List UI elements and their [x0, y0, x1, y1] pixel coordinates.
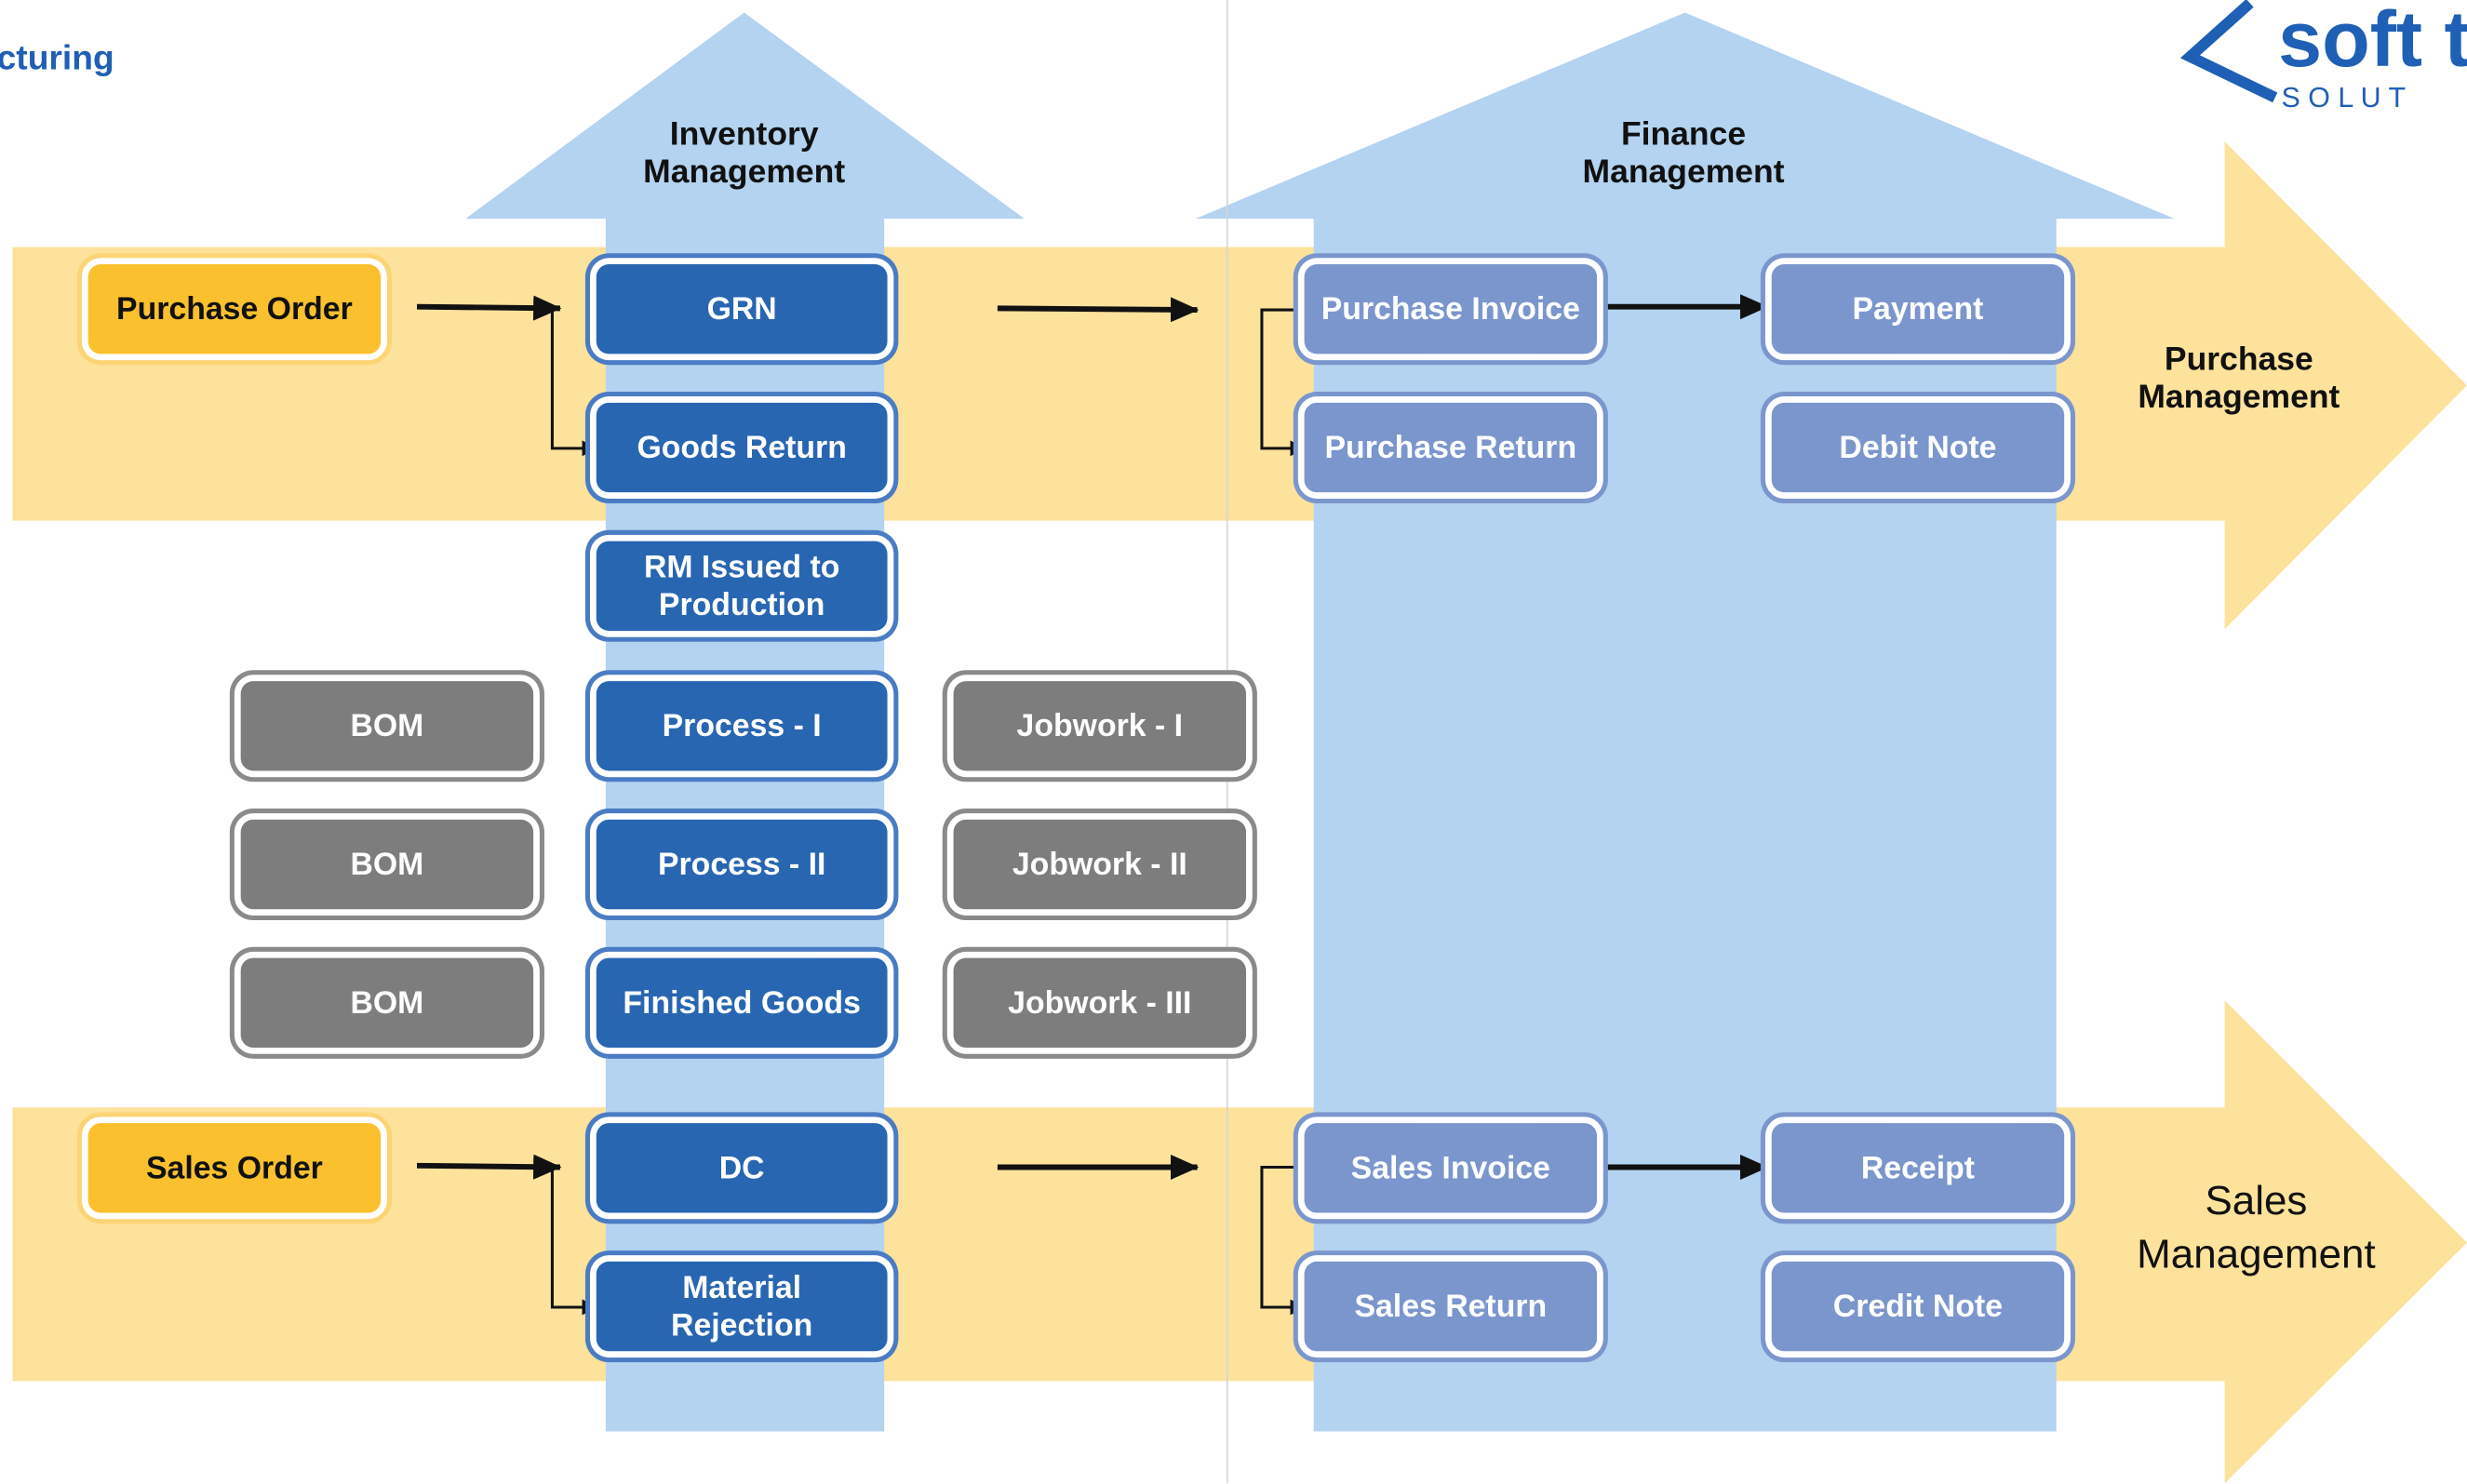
purchase-return-box[interactable]: Purchase Return [1304, 402, 1598, 493]
purchase-management-label: Purchase Management [2113, 341, 2366, 417]
inventory-management-label: Inventory Management [587, 116, 902, 192]
credit-note-box[interactable]: Credit Note [1771, 1261, 2065, 1352]
finished-goods-box[interactable]: Finished Goods [596, 957, 888, 1048]
rm-issued-box[interactable]: RM Issued to Production [596, 541, 888, 631]
arrow-to-material-rejection [550, 1167, 598, 1316]
logo-main-text: soft t [2278, 0, 2467, 84]
logo-mark-icon [2179, 0, 2278, 103]
bom-box-3[interactable]: BOM [240, 957, 534, 1048]
dc-box[interactable]: DC [596, 1123, 888, 1213]
arrow-po-to-grn [417, 295, 562, 321]
finance-column-arrow [1195, 12, 2175, 1432]
grn-box[interactable]: GRN [596, 264, 888, 354]
goods-return-box[interactable]: Goods Return [596, 402, 888, 493]
receipt-box[interactable]: Receipt [1771, 1123, 2065, 1213]
sales-label-line1: Sales [2205, 1176, 2308, 1224]
finance-management-label: Finance Management [1526, 116, 1841, 192]
sales-invoice-box[interactable]: Sales Invoice [1304, 1123, 1598, 1213]
finance-label-line1: Finance [1620, 116, 1747, 153]
jobwork-1-box[interactable]: Jobwork - I [953, 681, 1247, 771]
logo-sub-text: S O L U T [2281, 81, 2407, 114]
header-brand-text: cturing [0, 37, 114, 77]
arrow-to-sales-return [1260, 1165, 1307, 1316]
purchase-label-line1: Purchase [2164, 341, 2313, 378]
debit-note-box[interactable]: Debit Note [1771, 402, 2065, 493]
jobwork-3-box[interactable]: Jobwork - III [953, 957, 1247, 1048]
purchase-invoice-box[interactable]: Purchase Invoice [1304, 264, 1598, 354]
arrow-so-to-dc [417, 1154, 562, 1180]
bom-box-2[interactable]: BOM [240, 819, 534, 910]
process-1-box[interactable]: Process - I [596, 681, 888, 771]
sales-management-label: Sales Management [2114, 1173, 2397, 1280]
inventory-label-line1: Inventory [669, 116, 819, 153]
sales-return-box[interactable]: Sales Return [1304, 1261, 1598, 1352]
arrow-grn-to-finance [997, 297, 1200, 323]
arrow-to-purchase-invoice [1260, 308, 1307, 457]
jobwork-2-box[interactable]: Jobwork - II [953, 819, 1247, 910]
finance-label-line2: Management [1582, 154, 1785, 191]
material-rejection-box[interactable]: Material Rejection [596, 1261, 888, 1352]
purchase-label-line2: Management [2138, 379, 2340, 416]
purchase-order-box[interactable]: Purchase Order [87, 264, 382, 354]
process-2-box[interactable]: Process - II [596, 819, 888, 910]
sales-order-box[interactable]: Sales Order [87, 1123, 382, 1213]
arrow-to-goods-return [550, 308, 598, 457]
payment-box[interactable]: Payment [1771, 264, 2065, 354]
sales-band-arrow [12, 1000, 2467, 1484]
sales-label-line2: Management [2137, 1230, 2376, 1277]
inventory-label-line2: Management [643, 154, 846, 191]
bom-box-1[interactable]: BOM [240, 681, 534, 771]
